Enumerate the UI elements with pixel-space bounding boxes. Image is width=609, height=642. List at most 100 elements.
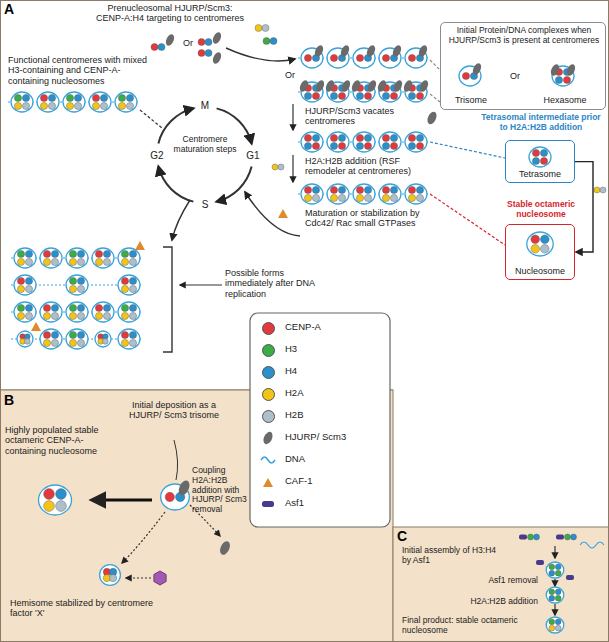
histone xyxy=(408,142,415,149)
histone xyxy=(129,277,136,284)
leader-line xyxy=(430,194,505,245)
histone xyxy=(56,501,67,512)
cell-cycle-arc xyxy=(217,167,252,202)
legend-label: H3 xyxy=(285,344,385,355)
histone xyxy=(338,194,345,201)
histone xyxy=(25,312,32,319)
histone xyxy=(338,134,345,141)
histone xyxy=(129,304,136,311)
histone xyxy=(312,134,319,141)
legend-symbol xyxy=(260,496,276,512)
histone xyxy=(356,142,363,149)
histone xyxy=(77,339,84,346)
hjurp-blob xyxy=(211,51,223,65)
histone xyxy=(356,134,363,141)
histone xyxy=(364,142,371,149)
histone xyxy=(304,194,311,201)
legend-label: DNA xyxy=(285,454,385,465)
histone xyxy=(390,134,397,141)
histone xyxy=(532,149,539,156)
histone xyxy=(165,492,174,501)
histone xyxy=(17,304,24,311)
dna xyxy=(580,542,604,548)
dna-wrap xyxy=(118,248,140,268)
bracket xyxy=(163,247,172,352)
asf1 xyxy=(519,535,527,540)
histone xyxy=(25,339,31,345)
histone xyxy=(17,277,24,284)
hjurp-blob xyxy=(298,79,310,93)
asf1 xyxy=(566,575,574,580)
histone xyxy=(338,186,345,193)
histone xyxy=(330,54,337,61)
histone xyxy=(462,72,469,79)
histone xyxy=(555,589,561,595)
histone xyxy=(416,194,423,201)
histone xyxy=(594,187,600,193)
histone xyxy=(205,39,212,46)
hjurp-blob xyxy=(402,79,414,93)
arrow-line xyxy=(172,200,190,240)
histone xyxy=(77,250,84,257)
legend-shape xyxy=(262,430,275,445)
histone xyxy=(549,589,555,595)
histone xyxy=(408,92,415,99)
histone xyxy=(100,102,107,109)
histone xyxy=(555,595,561,601)
histone xyxy=(17,250,24,257)
outlined-box: Initial Protein/DNA complexes when HJURP… xyxy=(440,22,606,110)
histone xyxy=(22,102,29,109)
histone xyxy=(312,142,319,149)
artwork xyxy=(534,534,540,540)
dna-wrap xyxy=(118,329,140,349)
histone xyxy=(198,39,205,46)
arrow-line xyxy=(554,546,555,558)
asf1 xyxy=(556,535,564,540)
histone xyxy=(51,258,58,265)
histone xyxy=(77,331,84,338)
histone xyxy=(14,94,21,101)
histone xyxy=(382,134,389,141)
histone xyxy=(17,285,24,292)
histone xyxy=(40,102,47,109)
histone xyxy=(77,258,84,265)
histone xyxy=(95,304,102,311)
histone xyxy=(304,54,311,61)
dna-wrap xyxy=(546,617,564,633)
histone xyxy=(103,339,109,345)
annotation: Asf1 removal xyxy=(460,576,538,586)
histone xyxy=(103,258,110,265)
histone xyxy=(330,186,337,193)
legend-symbol xyxy=(260,430,276,446)
dna-wrap xyxy=(40,329,62,349)
panel-a-ground xyxy=(393,389,608,528)
box-label: Or xyxy=(503,71,527,81)
histone xyxy=(43,312,50,319)
histone xyxy=(100,94,107,101)
histone xyxy=(25,285,32,292)
leader-line xyxy=(140,110,162,128)
histone xyxy=(69,250,76,257)
histone xyxy=(103,250,110,257)
legend-swatch xyxy=(262,344,275,357)
histone xyxy=(555,570,561,576)
histone xyxy=(103,304,110,311)
histone xyxy=(390,194,397,201)
annotation: Coupling H2A:H2B addition with HJURP/ Sc… xyxy=(192,466,248,515)
legend-swatch xyxy=(262,388,275,401)
panel-a-ground xyxy=(1,1,609,391)
dna-wrap xyxy=(301,132,323,152)
annotation: M xyxy=(199,100,211,112)
histone xyxy=(540,244,549,253)
histone xyxy=(338,92,345,99)
histone xyxy=(129,331,136,338)
histone xyxy=(390,186,397,193)
dna-wrap xyxy=(405,132,427,152)
histone xyxy=(51,331,58,338)
histone xyxy=(14,102,21,109)
histone xyxy=(17,258,24,265)
histone xyxy=(278,164,284,170)
legend-swatch xyxy=(262,322,275,335)
legend-label: CAF-1 xyxy=(285,476,385,487)
